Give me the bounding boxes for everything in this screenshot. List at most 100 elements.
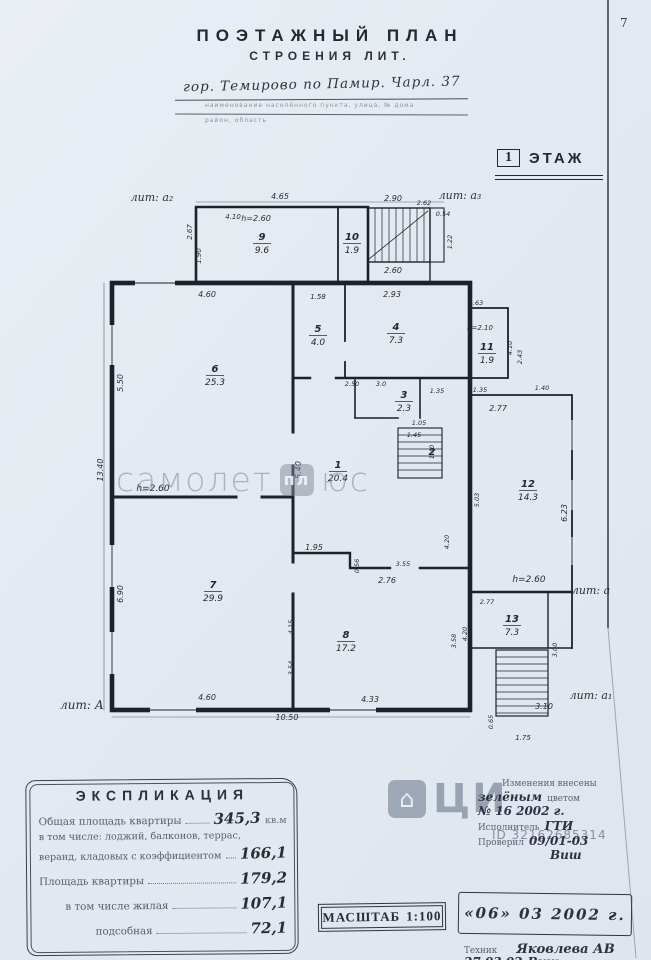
- dimension-label: 1.90: [195, 248, 203, 264]
- checker-value: 09/01-03: [528, 834, 589, 848]
- dimension-label: 6.23: [560, 504, 569, 522]
- dimension-label: 1.40: [428, 445, 436, 459]
- dimension-label: 1.35: [473, 386, 487, 394]
- changes-printed-header: Изменения внесены: [502, 779, 597, 789]
- svg-text:10: 10: [345, 232, 359, 243]
- svg-text:20.4: 20.4: [328, 474, 348, 484]
- room-label: 2: [429, 447, 436, 458]
- address-caption: наименование населённого пункта, улица, …: [205, 102, 415, 109]
- dimension-label: 1.63: [469, 299, 483, 307]
- extra-signature: Виш: [528, 955, 560, 960]
- dimension-label: 3.10: [535, 702, 553, 711]
- svg-text:5: 5: [315, 324, 322, 335]
- explication-row: Общая площадь квартиры 345,3 кв.м: [38, 808, 287, 829]
- room-label: 111.9: [478, 342, 496, 366]
- dimension-label: 5.50: [116, 374, 125, 392]
- staircase-top-hatch: [374, 207, 425, 263]
- document-subtitle: СТРОЕНИЯ ЛИТ.: [249, 49, 411, 63]
- dimension-label: 1.22: [446, 235, 454, 249]
- room-label: 47.3: [387, 322, 405, 346]
- page-number: 7: [620, 16, 628, 30]
- svg-text:7.3: 7.3: [389, 336, 404, 346]
- dimension-label: 10.50: [276, 713, 299, 722]
- svg-text:12: 12: [521, 479, 535, 490]
- dimension-label: 6.90: [116, 585, 125, 603]
- dimension-label: 2.67: [186, 224, 194, 240]
- dimension-label: 1.40: [535, 384, 549, 392]
- technician-row: Техник Яковлева АВ: [464, 938, 615, 957]
- scale-label: МАСШТАБ: [322, 908, 401, 925]
- explication-row: в том числе жилая 107,1: [65, 893, 288, 913]
- page-edge-line: [607, 0, 637, 959]
- lit-label: лит: а: [572, 584, 610, 597]
- svg-text:17.2: 17.2: [336, 644, 356, 654]
- dimension-label: 2.60: [384, 266, 402, 275]
- lit-label: лит: а₁: [570, 689, 613, 702]
- explication-row: веранд, кладовых с коэффициентом 166,1: [38, 843, 288, 864]
- room-label: 817.2: [336, 630, 356, 654]
- dimension-label: 4.10: [225, 213, 241, 221]
- room-label: 54.0: [309, 324, 327, 348]
- dimension-label: 3.58: [450, 634, 458, 648]
- room-label: 625.3: [205, 364, 225, 388]
- dimension-label: 3.54: [287, 661, 295, 675]
- dimension-label: 4.60: [198, 290, 216, 299]
- checker-label: Проверил: [478, 838, 524, 848]
- svg-text:11: 11: [480, 342, 494, 353]
- explication-value: 72,1: [250, 918, 288, 938]
- dimension-label: 1.45: [407, 431, 421, 439]
- staircase-inner-hatch: [397, 434, 443, 471]
- date-stamp-box: «06» 03 2002 г.: [457, 891, 633, 937]
- dimension-label: 2.90: [384, 194, 402, 203]
- dimension-label: 4.65: [271, 192, 289, 201]
- dimension-label: h=2.60: [241, 214, 271, 223]
- dimension-label: 4.10: [506, 341, 514, 355]
- room-label: 101.9: [343, 232, 361, 256]
- svg-text:7: 7: [210, 580, 217, 591]
- room-label: 729.9: [203, 580, 223, 604]
- room-label: 137.3: [503, 614, 521, 638]
- technician-label: Техник: [464, 946, 498, 956]
- dimension-label: 2.76: [378, 576, 396, 585]
- explication-value: 107,1: [240, 893, 288, 913]
- svg-text:2.3: 2.3: [397, 404, 412, 414]
- lit-label: лит: а₃: [439, 189, 482, 202]
- room-label: 120.4: [328, 460, 348, 484]
- svg-text:7.3: 7.3: [505, 628, 520, 638]
- explication-box: ЭКСПЛИКАЦИЯ Общая площадь квартиры 345,3…: [25, 777, 299, 957]
- dimension-label: 5.40: [294, 461, 303, 479]
- executor-label: Исполнитель: [478, 823, 540, 833]
- svg-text:2: 2: [429, 447, 436, 458]
- svg-text:3: 3: [401, 390, 408, 401]
- dimension-label: h=2.60: [512, 575, 546, 585]
- lit-label: лит: А: [60, 698, 104, 712]
- changes-hand-color: зелёным: [478, 790, 543, 804]
- dimension-label: 4.33: [361, 695, 379, 704]
- dimension-label: 3.55: [396, 560, 410, 568]
- explication-value: 166,1: [239, 843, 288, 863]
- explication-title: ЭКСПЛИКАЦИЯ: [75, 786, 250, 804]
- dimension-label: h=2.60: [136, 484, 170, 494]
- plan-walls: [103, 201, 574, 718]
- dimension-label: 4.60: [198, 693, 216, 702]
- floor-label: 1 ЭТАЖ: [497, 149, 603, 167]
- extra-date: 27 03 02: [464, 955, 522, 960]
- changes-stamp: Изменения внесены зелёным цветом № 16 20…: [478, 779, 646, 862]
- room-label: 32.3: [395, 390, 413, 414]
- dimension-label: 3.00: [551, 643, 559, 657]
- svg-text:1: 1: [335, 460, 342, 471]
- svg-text:6: 6: [212, 364, 219, 375]
- address-caption-2: район, область: [205, 117, 268, 124]
- floor-number-box: 1: [497, 149, 520, 167]
- dimension-label: 4.15: [287, 620, 295, 634]
- document-title: ПОЭТАЖНЫЙ ПЛАН: [196, 26, 464, 45]
- dimension-lines: [103, 201, 471, 718]
- svg-text:9: 9: [259, 232, 266, 243]
- lit-label: лит: а₂: [131, 191, 174, 204]
- dimension-label: 5.03: [473, 493, 481, 507]
- dimension-label: 4.20: [461, 627, 469, 641]
- floor-underline: [495, 175, 603, 180]
